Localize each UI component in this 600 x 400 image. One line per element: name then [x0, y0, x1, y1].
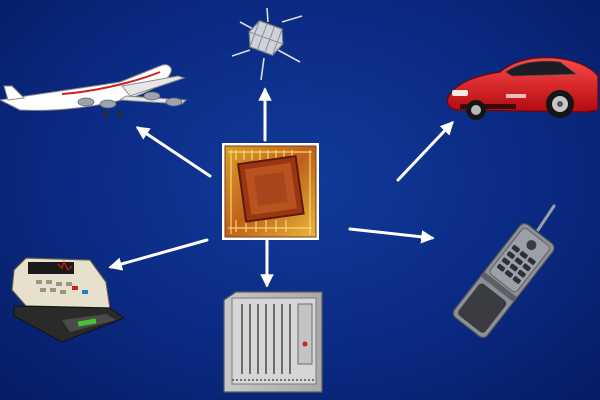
satellite-icon	[231, 7, 303, 81]
mobile-phone-icon	[452, 204, 556, 339]
arrow-to-cash-register	[108, 238, 209, 271]
server-rack-icon	[223, 291, 323, 393]
cash-register-icon	[11, 257, 126, 343]
arrow-to-airplane	[135, 126, 212, 178]
sports-car-icon	[446, 57, 599, 120]
microchip-icon	[222, 143, 319, 240]
arrows	[108, 87, 454, 288]
arrow-to-mobile-phone	[348, 227, 435, 244]
arrow-to-sports-car	[396, 121, 454, 182]
airplane-icon	[0, 64, 188, 118]
